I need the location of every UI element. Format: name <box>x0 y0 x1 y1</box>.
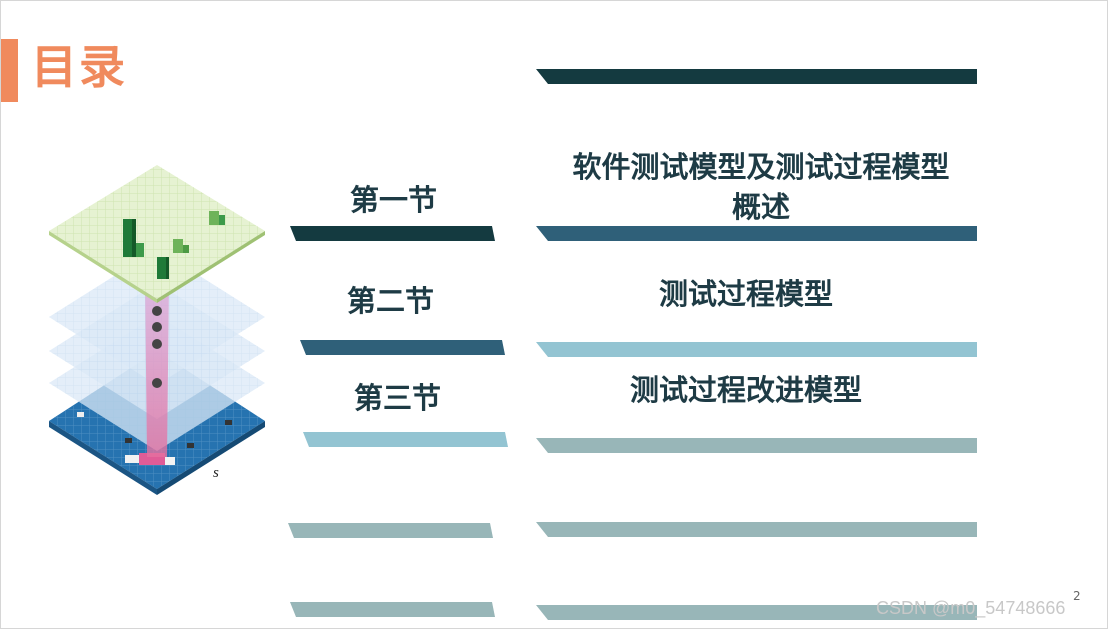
connection-beam <box>145 281 169 457</box>
illustration-label: s <box>213 465 219 481</box>
topic-3: 测试过程改进模型 <box>629 373 862 407</box>
section-label-2: 第二节 <box>346 284 434 318</box>
title-accent-block <box>1 39 18 102</box>
topic-2: 测试过程模型 <box>658 277 833 311</box>
topic-bar-5 <box>536 605 977 620</box>
topic-1-line-1: 软件测试模型及测试过程模型 <box>572 150 950 184</box>
page-title: 目录 <box>31 40 127 94</box>
topic-1: 软件测试模型及测试过程模型 概述 <box>536 147 986 227</box>
topic-bar-1 <box>536 226 977 241</box>
topic-bar-3 <box>536 438 977 453</box>
watermark: CSDN @m0_54748666 <box>876 598 1066 618</box>
topic-bar-2 <box>536 342 977 357</box>
section-label-3: 第三节 <box>353 381 441 415</box>
section-bar-4 <box>288 523 493 538</box>
layered-map-illustration <box>49 165 265 495</box>
page-number: 2 <box>1073 589 1081 603</box>
section-bar-2 <box>300 340 505 355</box>
top-layer <box>49 165 265 303</box>
topic-1-line-2: 概述 <box>731 190 790 224</box>
topic-top-bar <box>536 69 977 84</box>
section-label-1: 第一节 <box>349 183 437 217</box>
section-bar-1 <box>290 226 495 241</box>
section-bar-3 <box>303 432 508 447</box>
section-bar-5 <box>290 602 495 617</box>
topic-bar-4 <box>536 522 977 537</box>
